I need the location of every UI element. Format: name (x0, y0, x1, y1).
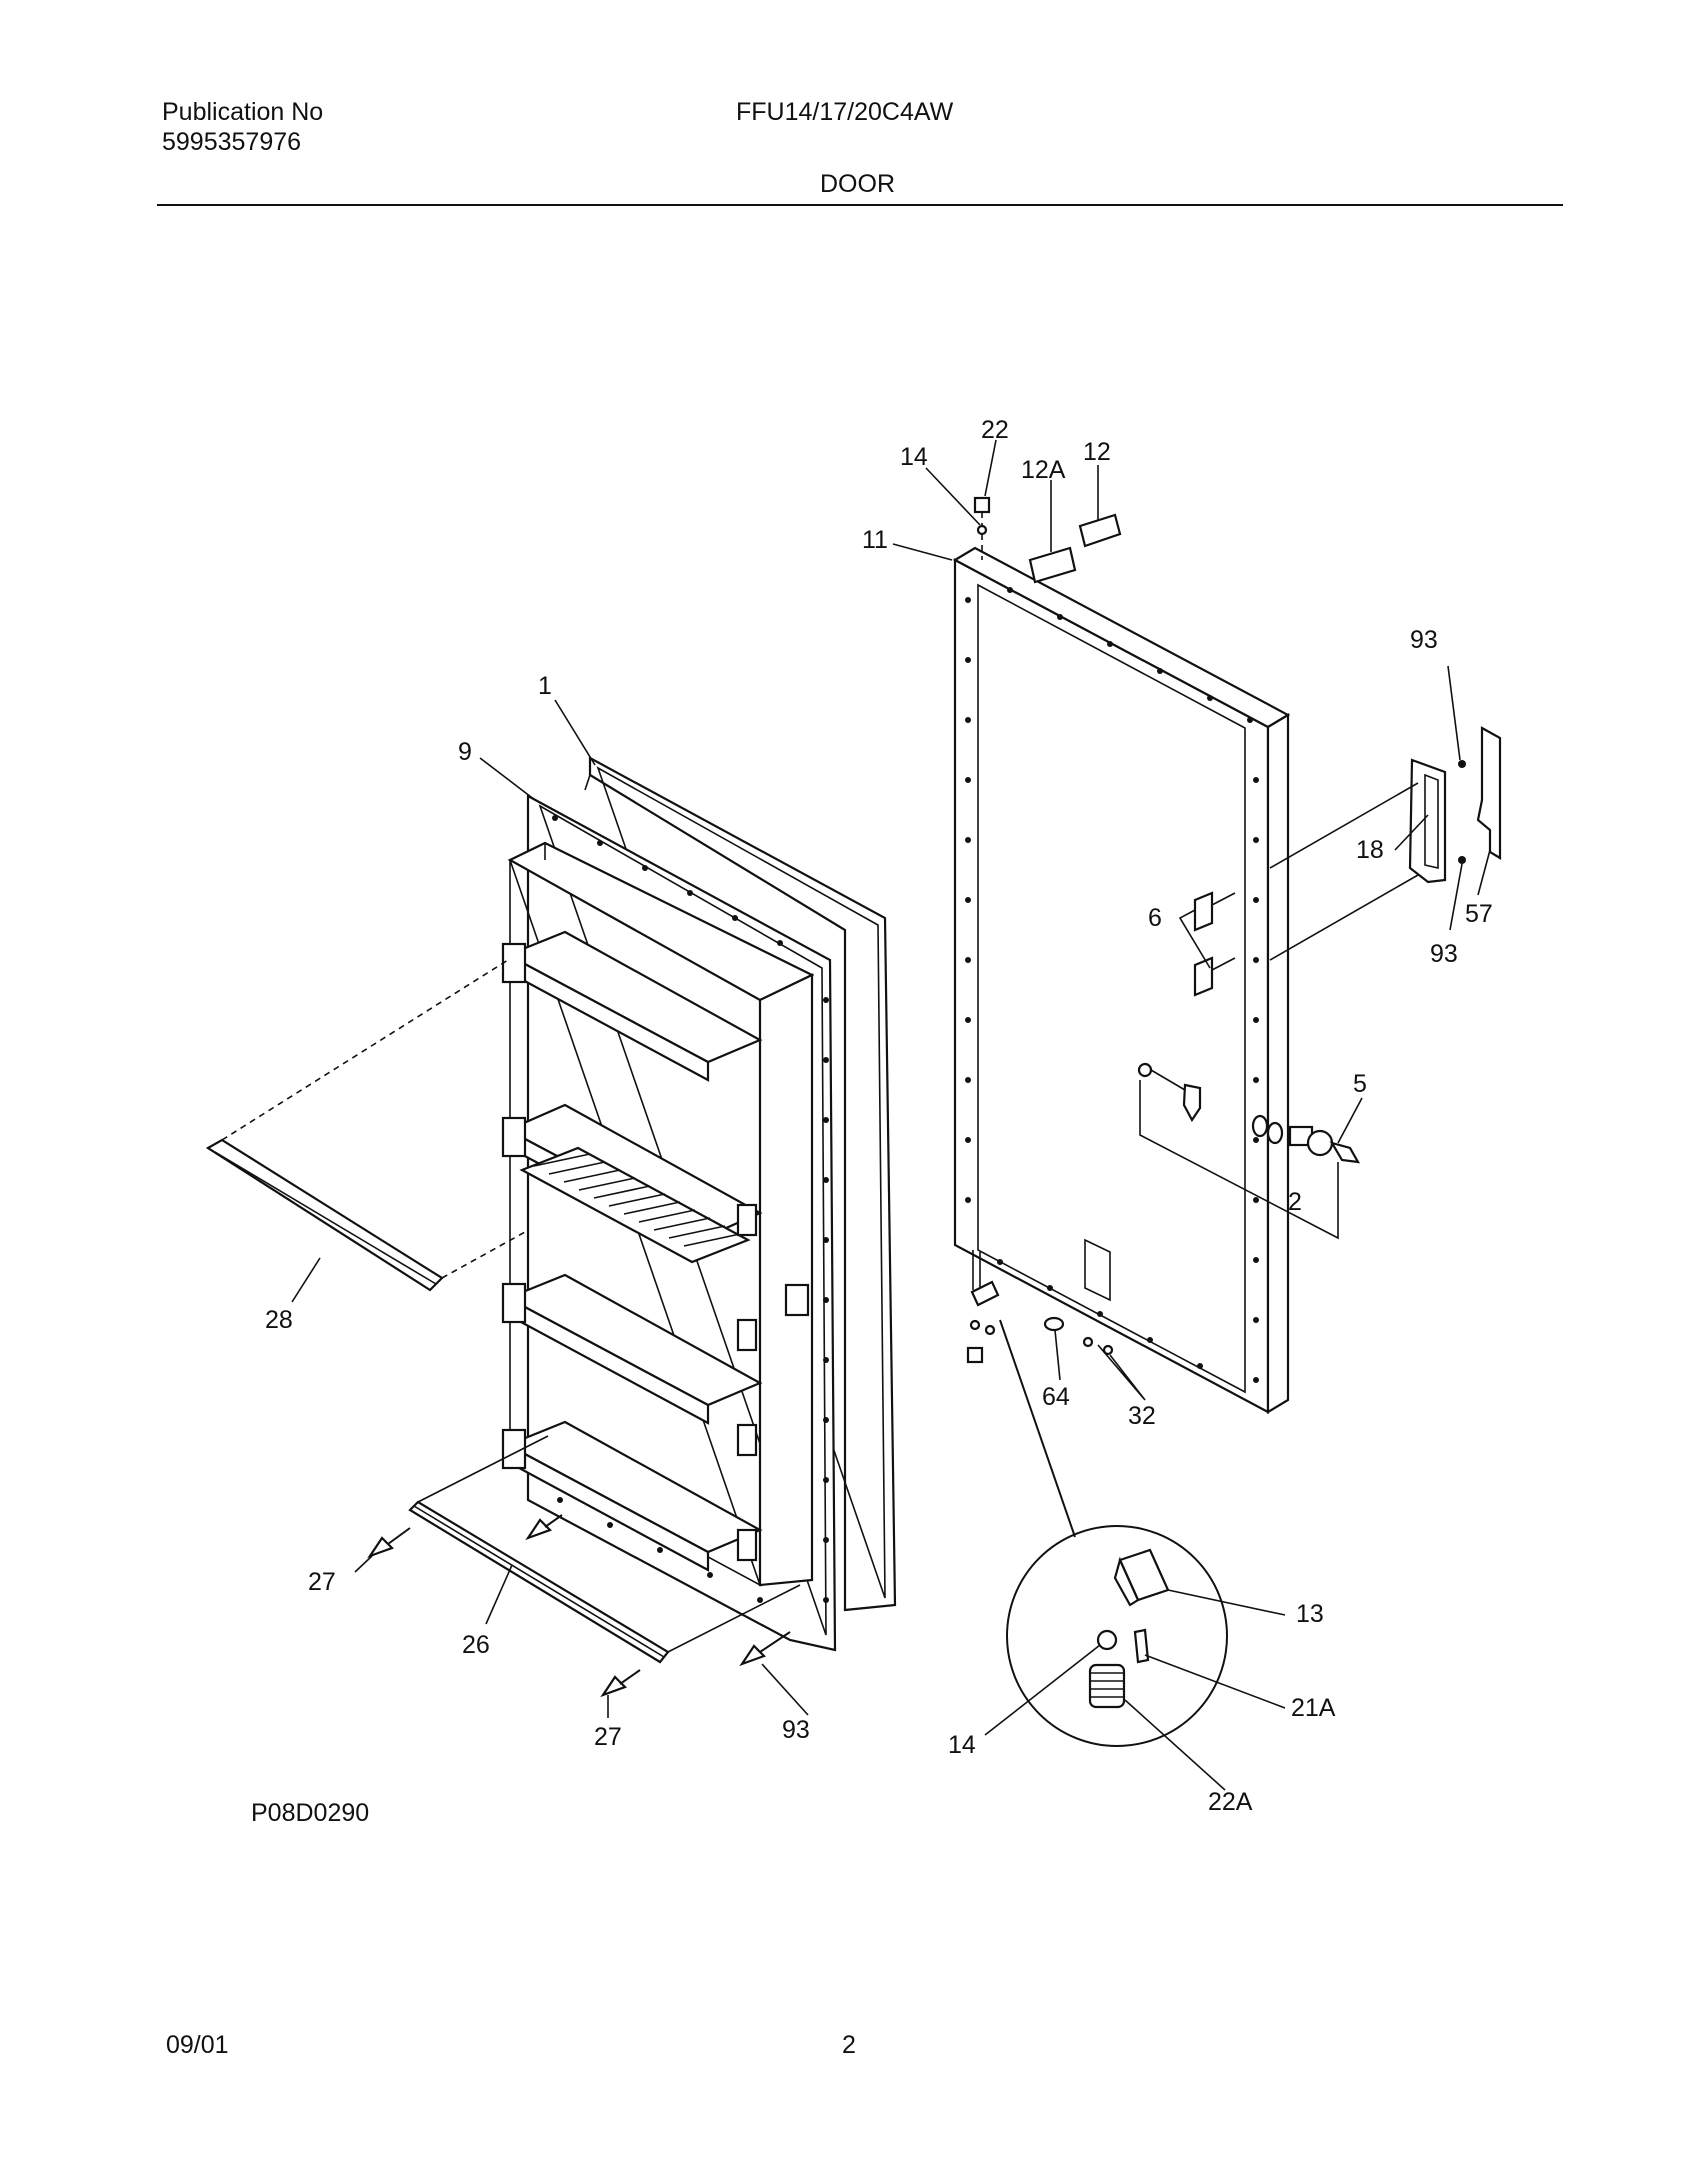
callout-labels: 1 9 28 27 26 27 93 22 14 12A 12 11 93 18… (265, 416, 1493, 1816)
screw-93-liner-left (525, 1514, 563, 1541)
callout-5: 5 (1353, 1070, 1367, 1098)
leader-lines (291, 439, 1491, 1791)
section-title: DOOR (820, 170, 895, 198)
callout-11: 11 (862, 526, 888, 554)
publication-label: Publication No (162, 98, 324, 126)
screw-27-upper (367, 1527, 411, 1559)
callout-64: 64 (1042, 1383, 1070, 1411)
callout-14-top: 14 (900, 443, 928, 471)
callout-12: 12 (1083, 438, 1111, 466)
washer-14-top (976, 524, 988, 536)
callout-28: 28 (265, 1306, 293, 1334)
screw-93-handle-upper (1458, 760, 1466, 768)
strike-bracket-6 (1193, 891, 1236, 997)
callout-93-liner: 93 (782, 1716, 810, 1744)
label-12a (1028, 546, 1077, 584)
screw-27-lower (600, 1669, 641, 1698)
bottom-rail-26 (408, 1435, 801, 1664)
outer-door-panel (952, 546, 1291, 1414)
screw-93-liner-bottom (739, 1631, 791, 1667)
callout-21a: 21A (1291, 1694, 1336, 1722)
door-liner-part (501, 794, 837, 1652)
callout-93-handle-bottom: 93 (1430, 940, 1458, 968)
callout-26: 26 (462, 1631, 490, 1659)
callout-13: 13 (1296, 1600, 1324, 1628)
lock-assembly-5 (1251, 1114, 1361, 1164)
callout-27-upper: 27 (308, 1568, 336, 1596)
callout-18: 18 (1356, 836, 1384, 864)
handle-cover-57 (1476, 726, 1502, 860)
callout-22: 22 (981, 416, 1009, 444)
figure-code: P08D0290 (251, 1799, 370, 1827)
model-number: FFU14/17/20C4AW (736, 98, 954, 126)
callout-57: 57 (1465, 900, 1493, 928)
hinge-detail-circle (1006, 1525, 1228, 1747)
callout-2: 2 (1288, 1188, 1302, 1216)
page-number: 2 (842, 2031, 856, 2059)
callout-93-handle-top: 93 (1410, 626, 1438, 654)
wire-rack (519, 1146, 751, 1264)
spacer-64 (1043, 1316, 1065, 1332)
shelf-rail-28 (205, 959, 526, 1292)
callout-1: 1 (538, 672, 552, 700)
screw-93-handle-lower (1458, 856, 1466, 864)
callout-27-lower: 27 (594, 1723, 622, 1751)
bottom-hinge-group (966, 1250, 1076, 1538)
screws-32 (1082, 1336, 1114, 1356)
door-handle-18 (1269, 758, 1447, 961)
lock-cam-2 (1137, 1062, 1339, 1240)
top-hinge-bushing-22 (973, 496, 991, 560)
publication-number: 5995357976 (162, 128, 302, 156)
footer-date: 09/01 (166, 2031, 229, 2059)
callout-32: 32 (1128, 1402, 1156, 1430)
liner-tabs (501, 942, 810, 1562)
label-12 (1078, 513, 1122, 548)
callout-9: 9 (458, 738, 472, 766)
callout-6: 6 (1148, 904, 1162, 932)
callout-22a: 22A (1208, 1788, 1253, 1816)
callout-12a: 12A (1021, 456, 1066, 484)
header-rule (157, 204, 1563, 206)
callout-14-detail: 14 (948, 1731, 976, 1759)
